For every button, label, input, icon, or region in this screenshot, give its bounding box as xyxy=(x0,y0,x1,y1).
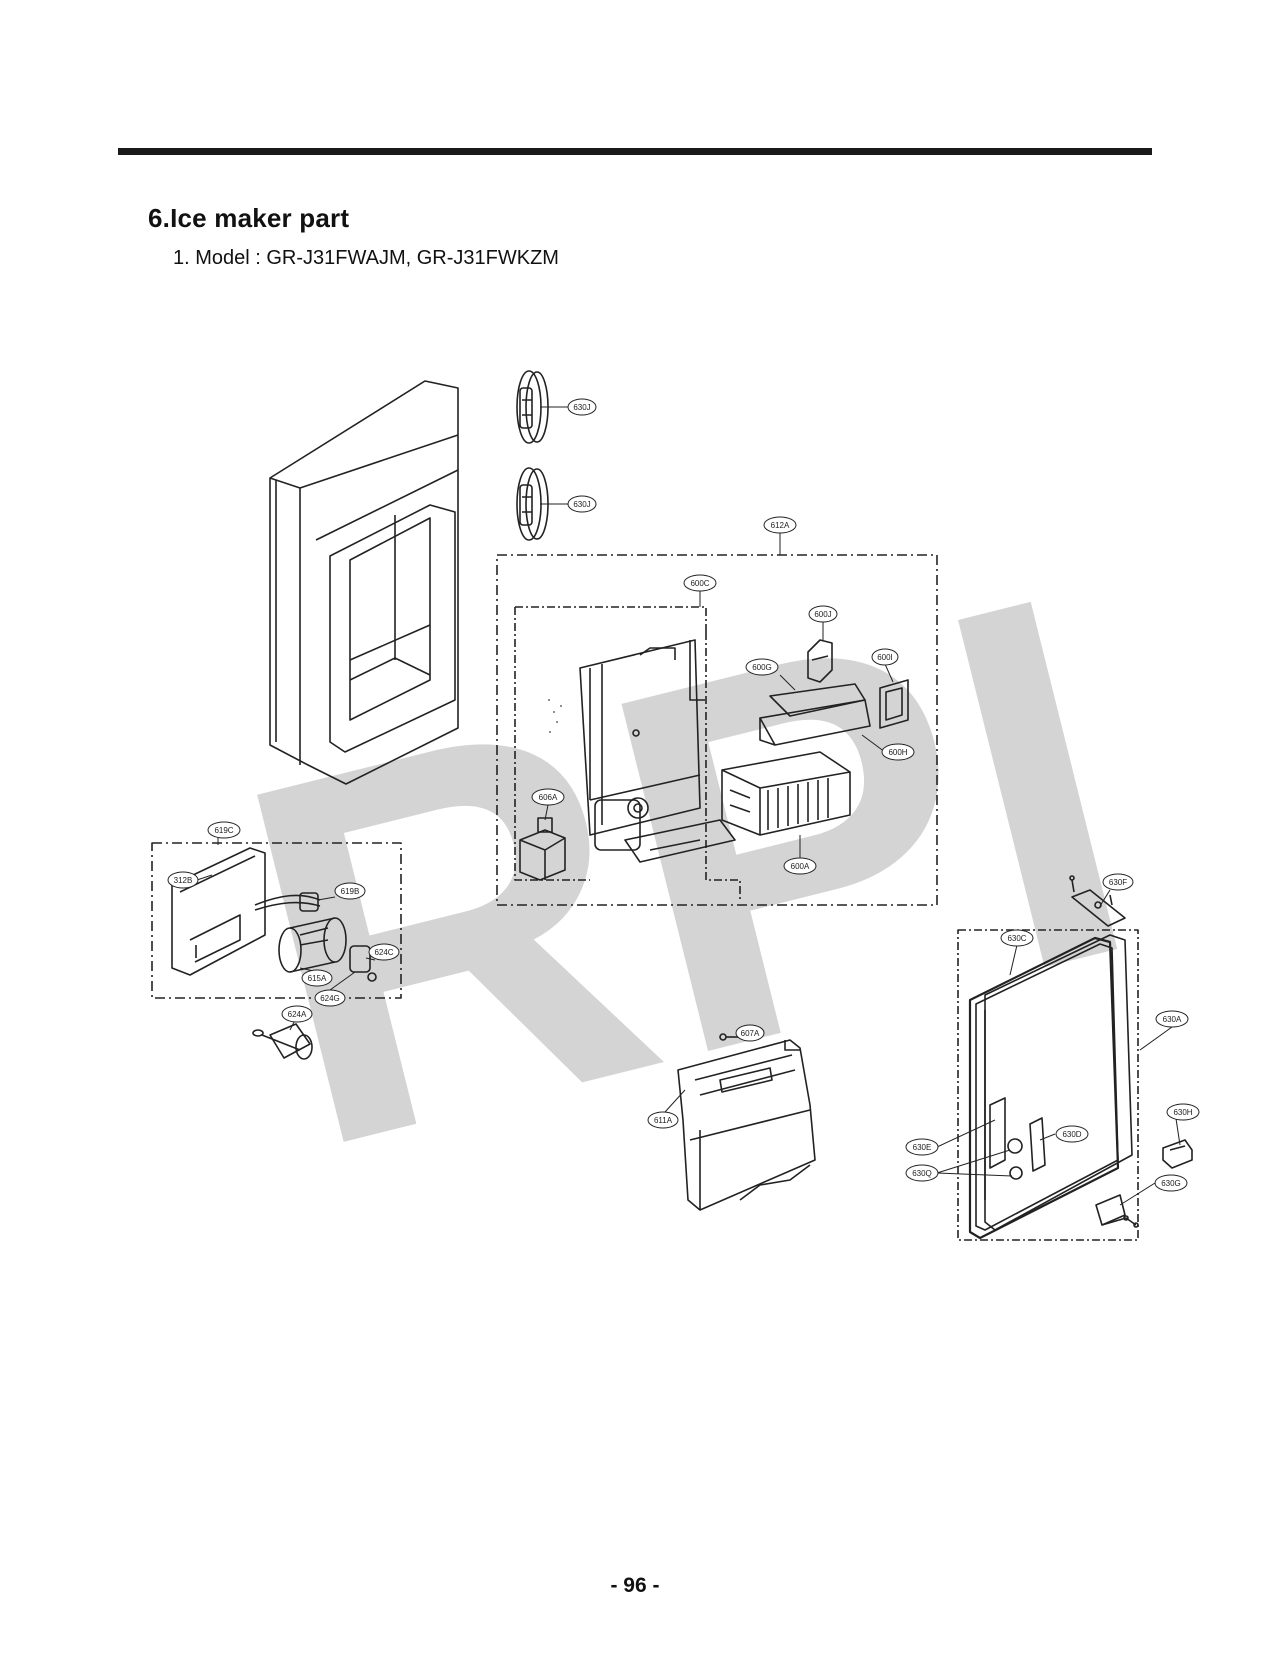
callout-624g: 624G xyxy=(320,994,340,1003)
callout-630d: 630D xyxy=(1062,1130,1081,1139)
screws-scatter xyxy=(548,699,562,733)
assembly-619c-box xyxy=(151,842,402,999)
cap-630j-top xyxy=(516,370,549,444)
tray-600g xyxy=(759,683,871,746)
cover-611a xyxy=(677,1039,816,1211)
motor-606a xyxy=(519,817,566,881)
callout-600g: 600G xyxy=(752,663,772,672)
ice-maker-bracket xyxy=(579,639,736,863)
callout-619b: 619B xyxy=(341,887,360,896)
callout-607a: 607A xyxy=(741,1029,760,1038)
callout-615a: 615A xyxy=(308,974,327,983)
page-number: - 96 - xyxy=(610,1574,660,1597)
callout-619c: 619C xyxy=(214,826,233,835)
callout-600c: 600C xyxy=(690,579,709,588)
filter-615a xyxy=(278,917,347,973)
header-rule xyxy=(118,148,1152,155)
wire-harness-619b xyxy=(254,892,321,912)
callout-630j-top: 630J xyxy=(573,403,590,412)
callout-600j: 600J xyxy=(814,610,831,619)
frame-600i xyxy=(879,679,909,729)
latch-630h xyxy=(1162,1139,1193,1169)
callout-312b: 312B xyxy=(174,876,193,885)
model-line: 1. Model : GR-J31FWAJM, GR-J31FWKZM xyxy=(173,247,559,269)
callout-630g: 630G xyxy=(1161,1179,1181,1188)
callout-630j-bottom: 630J xyxy=(573,500,590,509)
bracket-630g xyxy=(1095,1194,1139,1228)
bracket-630f xyxy=(1069,875,1126,927)
callout-630f: 630F xyxy=(1109,878,1127,887)
part-600j xyxy=(807,639,833,683)
callout-630e: 630E xyxy=(913,1143,932,1152)
ice-tray-600a xyxy=(721,751,851,836)
callout-600i: 600I xyxy=(877,653,893,662)
door-630a-dashed-box xyxy=(957,929,1139,1241)
assembly-612a-box xyxy=(496,554,938,906)
door-630a xyxy=(968,934,1133,1240)
callout-624c: 624C xyxy=(374,948,393,957)
hinge-630d xyxy=(989,1097,1046,1180)
callout-600h: 600H xyxy=(888,748,907,757)
callout-630c: 630C xyxy=(1007,934,1026,943)
callout-606a: 606A xyxy=(539,793,558,802)
heater-624a xyxy=(252,1023,313,1060)
dispenser-housing xyxy=(269,380,459,785)
section-title: 6.Ice maker part xyxy=(148,203,350,233)
callout-611a: 611A xyxy=(654,1116,673,1125)
callout-630q: 630Q xyxy=(912,1169,932,1178)
callout-630h: 630H xyxy=(1173,1108,1192,1117)
callout-624a: 624A xyxy=(288,1010,307,1019)
callout-612a: 612A xyxy=(771,521,790,530)
callout-600a: 600A xyxy=(791,862,810,871)
callout-630a: 630A xyxy=(1163,1015,1182,1024)
